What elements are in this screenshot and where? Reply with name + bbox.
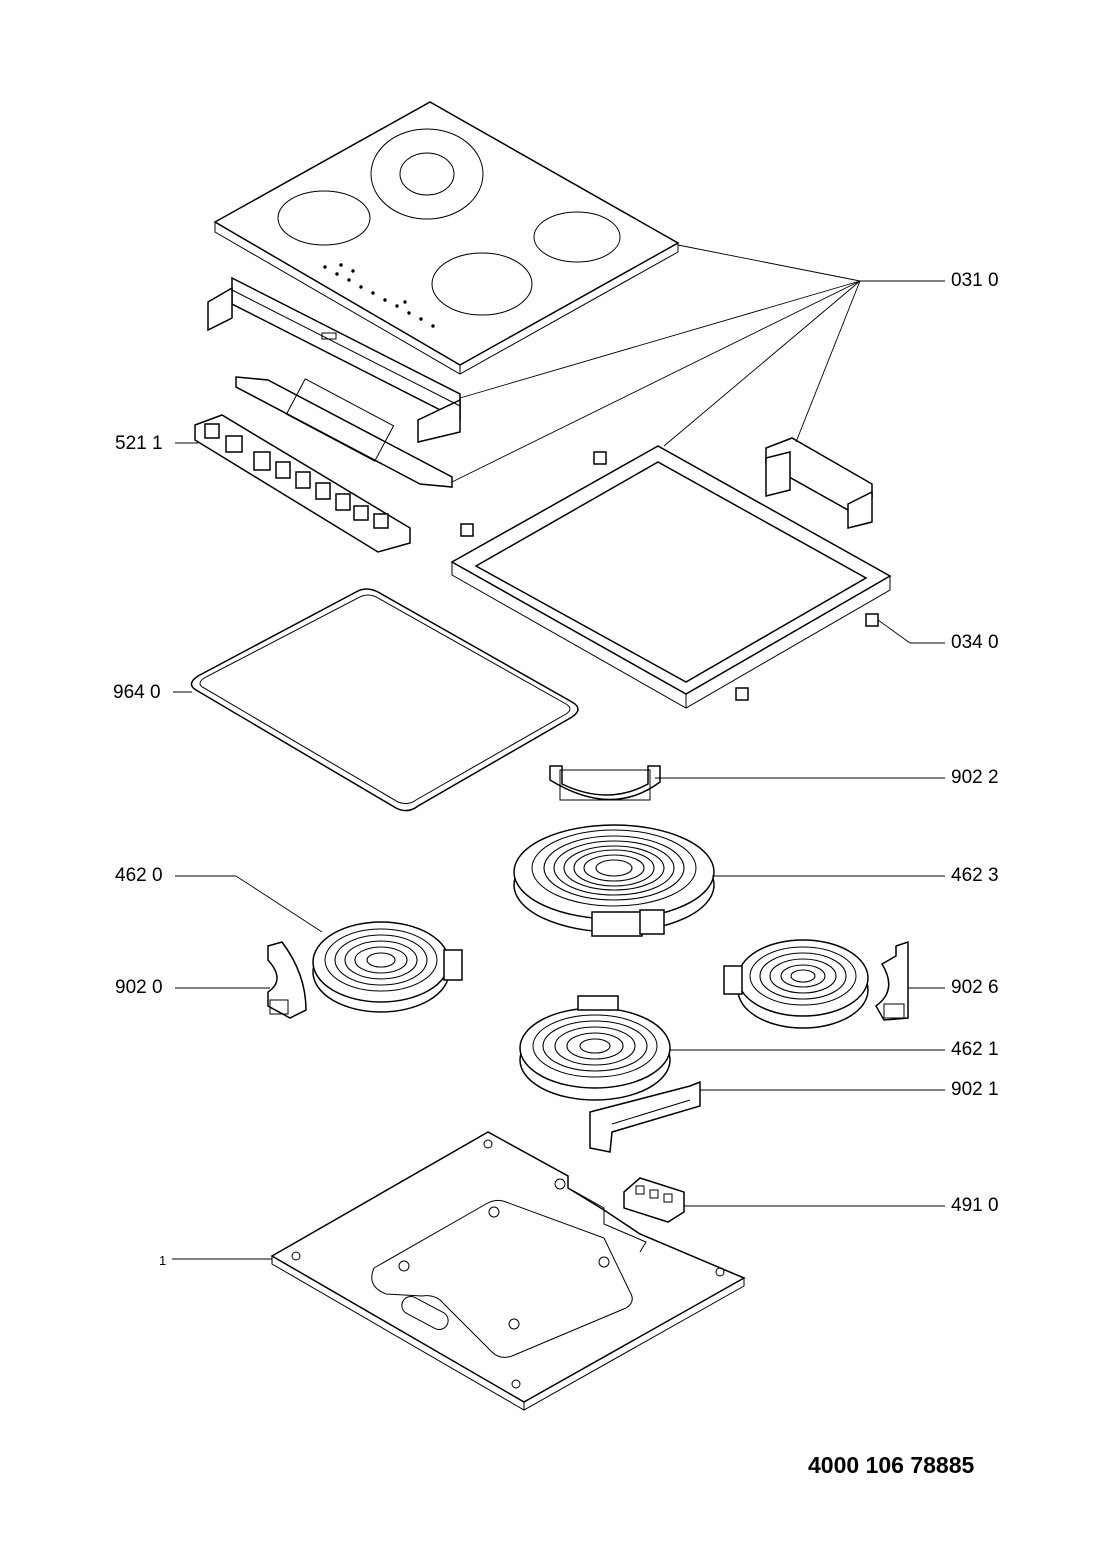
bottom-housing-tray <box>270 1131 746 1411</box>
hob-gasket-seal <box>190 588 579 812</box>
callout-462-1: 462 1 <box>951 1039 999 1060</box>
callout-462-0: 462 0 <box>115 865 163 886</box>
heater-bracket-large <box>549 765 661 801</box>
callout-521-1: 521 1 <box>115 433 163 454</box>
front-mounting-bracket <box>207 276 461 443</box>
leader-lines <box>172 244 945 1260</box>
heater-bracket-right <box>875 940 909 1021</box>
radiant-heater-large <box>513 824 715 937</box>
radiant-heater-bottom <box>519 995 671 1101</box>
callout-902-1: 902 1 <box>951 1079 999 1100</box>
callout-964-0: 964 0 <box>113 682 161 703</box>
radiant-heater-right <box>723 939 869 1029</box>
heater-bracket-left <box>267 941 307 1019</box>
callout-462-3: 462 3 <box>951 865 999 886</box>
callout-902-2: 902 2 <box>951 767 999 788</box>
callout-034-0: 034 0 <box>951 632 999 653</box>
callout-902-0: 902 0 <box>115 977 163 998</box>
electronic-control-board <box>194 376 453 553</box>
hob-support-frame <box>450 445 892 709</box>
control-touch-dots <box>323 263 435 328</box>
callout-902-6: 902 6 <box>951 977 999 998</box>
callout-031-0: 031 0 <box>951 270 999 291</box>
terminal-block <box>623 1177 685 1223</box>
heater-bracket-bottom <box>589 1080 701 1153</box>
glass-ceramic-hob-top <box>213 101 680 375</box>
radiant-heater-left <box>312 921 463 1013</box>
callout-491-0: 491 0 <box>951 1195 999 1216</box>
callout-1: 1 <box>159 1253 167 1268</box>
document-number: 4000 106 78885 <box>808 1452 975 1478</box>
rear-mounting-bracket <box>765 437 873 529</box>
